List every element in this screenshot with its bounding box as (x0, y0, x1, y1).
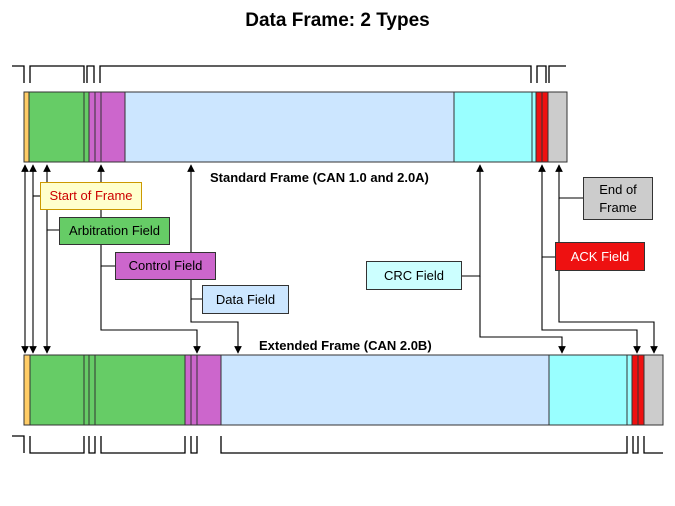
ext-control-segment-b (190, 354, 198, 426)
extended-bottom-bracket (12, 435, 663, 454)
ext-arbitration-segment-a (29, 354, 85, 426)
std-crc-segment (453, 91, 533, 163)
ctrl-connector-std (97, 164, 115, 267)
std-crc-delim-segment (531, 91, 537, 163)
std-arbitration-segment-b (83, 91, 90, 163)
arbitration-field-label: Arbitration Field (59, 217, 170, 245)
eof-connector-std (555, 164, 583, 199)
standard-frame-bar (23, 91, 568, 163)
connector-lines (21, 164, 658, 354)
standard-top-bracket (12, 65, 566, 83)
std-data-segment (124, 91, 455, 163)
ack-connector-ext (541, 257, 641, 354)
extended-frame-caption: Extended Frame (CAN 2.0B) (259, 338, 432, 353)
ext-arbitration-segment-c (88, 354, 96, 426)
extended-frame-bar (23, 354, 664, 426)
std-ack-segment-b (541, 91, 549, 163)
ext-data-segment (220, 354, 550, 426)
ext-ack-segment-b (637, 354, 645, 426)
ext-ack-segment-a (631, 354, 639, 426)
start-of-frame-label: Start of Frame (40, 182, 142, 210)
std-sof-segment (23, 91, 30, 163)
ack-field-label: ACK Field (555, 242, 645, 271)
end-of-frame-label: End of Frame (583, 177, 653, 220)
crc-connector-ext (479, 276, 566, 354)
std-ack-segment-a (535, 91, 543, 163)
ctrl-connector-ext (100, 266, 201, 354)
ext-crc-delim-segment (626, 354, 633, 426)
end-of-frame-label-line1: End of (599, 181, 637, 197)
std-control-segment-b (94, 91, 102, 163)
data-field-label: Data Field (202, 285, 289, 314)
ext-control-segment-c (196, 354, 222, 426)
page-title: Data Frame: 2 Types (245, 10, 430, 31)
control-field-label: Control Field (115, 252, 216, 280)
data-connector-ext (190, 299, 242, 354)
crc-field-label: CRC Field (366, 261, 462, 290)
standard-frame-caption: Standard Frame (CAN 1.0 and 2.0A) (210, 170, 429, 185)
ack-connector-std (538, 164, 555, 258)
ext-arbitration-segment-d (94, 354, 186, 426)
std-control-segment-c (100, 91, 126, 163)
ext-sof-segment (23, 354, 31, 426)
ext-eof-segment (643, 354, 664, 426)
crc-connector-std (462, 164, 484, 277)
end-of-frame-label-line2: Frame (599, 199, 637, 215)
std-eof-segment (547, 91, 568, 163)
std-arbitration-segment (28, 91, 85, 163)
ext-control-segment-a (184, 354, 192, 426)
ext-arbitration-segment-b (83, 354, 90, 426)
std-control-segment-a (88, 91, 96, 163)
ext-crc-segment (548, 354, 628, 426)
